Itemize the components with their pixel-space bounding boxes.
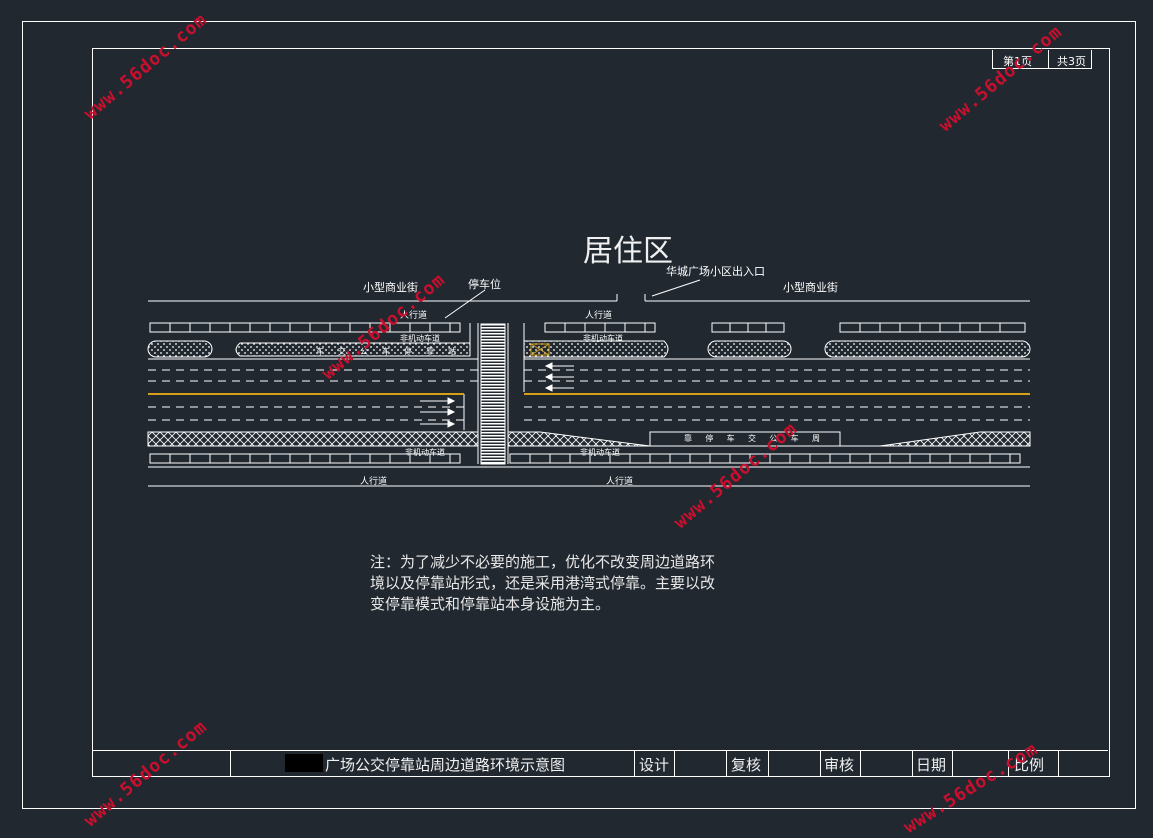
tb-divider	[912, 750, 913, 776]
stop-char: 周	[811, 434, 820, 443]
stop-char: 停	[404, 347, 412, 356]
bus-stop-text-top: 车 交 公 车 停 靠 站	[316, 346, 456, 358]
lane-arrows	[420, 362, 574, 428]
page-total: 共3页	[1057, 55, 1086, 68]
nonmotor-lane-label: 非机动车道	[580, 448, 620, 457]
date-label: 日期	[916, 756, 947, 774]
nonmotor-lane-label: 非机动车道	[583, 334, 623, 343]
title-block	[92, 750, 1108, 777]
entrance-label: 华城广场小区出入口	[666, 265, 765, 278]
sidewalk-label: 人行道	[606, 477, 634, 487]
note-line: 境以及停靠站形式，还是采用港湾式停靠。主要以改	[370, 574, 716, 592]
bottom-planters	[147, 431, 1031, 447]
stop-char: 公	[360, 347, 368, 356]
stop-char: 停	[705, 434, 714, 443]
yellow-marker	[530, 343, 550, 356]
lane-lines	[148, 358, 1030, 430]
tb-divider	[674, 750, 675, 776]
sidewalk-label: 人行道	[360, 477, 388, 487]
area-title: 居住区	[583, 234, 673, 269]
design-label: 设计	[639, 756, 670, 774]
top-right-street-label: 小型商业街	[783, 281, 838, 294]
bus-stop-text-bottom: 靠 停 车 交 公 车 周	[684, 433, 820, 445]
nonmotor-lane-label: 非机动车道	[400, 334, 440, 343]
inner-frame	[92, 48, 1110, 777]
stop-char: 公	[769, 434, 778, 443]
sidewalk-label: 人行道	[400, 311, 428, 321]
nonmotor-lane-label: 非机动车道	[405, 448, 445, 457]
entrance-leader	[651, 279, 701, 297]
top-planters	[147, 340, 1031, 358]
sidewalk-label: 人行道	[585, 311, 613, 321]
stop-char: 车	[790, 434, 799, 443]
bottom-sidewalk-tiles	[149, 453, 1021, 464]
outer-frame	[22, 21, 1136, 809]
parking-leader	[444, 289, 486, 319]
stop-char: 车	[382, 347, 390, 356]
stop-char: 交	[747, 434, 756, 443]
design-note: 注：为了减少不必要的施工，优化不改变周边道路环 境以及停靠站形式，还是采用港湾式…	[370, 552, 770, 615]
review-label: 审核	[824, 756, 855, 774]
tb-divider	[1008, 750, 1009, 776]
stop-char: 靠	[684, 434, 692, 443]
note-line: 变停靠模式和停靠站本身设施为主。	[370, 595, 611, 613]
top-sidewalk-tiles	[149, 322, 1026, 333]
stop-char: 站	[448, 347, 456, 356]
stop-char: 靠	[426, 347, 434, 356]
page-header-box	[992, 50, 1092, 69]
scale-label: 比例	[1014, 756, 1045, 774]
tb-divider	[1058, 750, 1059, 776]
drawing-title: 广场公交停靠站周边道路环境示意图	[325, 756, 566, 774]
stop-char: 车	[726, 434, 735, 443]
stop-char: 交	[338, 347, 346, 356]
crosswalk	[480, 323, 506, 465]
tb-divider	[768, 750, 769, 776]
top-left-street-label: 小型商业街	[363, 281, 418, 294]
tb-divider	[860, 750, 861, 776]
parking-label: 停车位	[468, 278, 501, 291]
tb-divider	[726, 750, 727, 776]
page-number: 第1页	[1003, 55, 1032, 68]
redacted-block	[285, 754, 323, 772]
tb-divider	[230, 750, 231, 776]
tb-divider	[952, 750, 953, 776]
tb-divider	[820, 750, 821, 776]
check-label: 复核	[731, 756, 762, 774]
note-line: 注：为了减少不必要的施工，优化不改变周边道路环	[370, 553, 716, 571]
tb-divider	[634, 750, 635, 776]
page-header-divider	[1048, 50, 1049, 69]
stop-char: 车	[316, 347, 324, 356]
